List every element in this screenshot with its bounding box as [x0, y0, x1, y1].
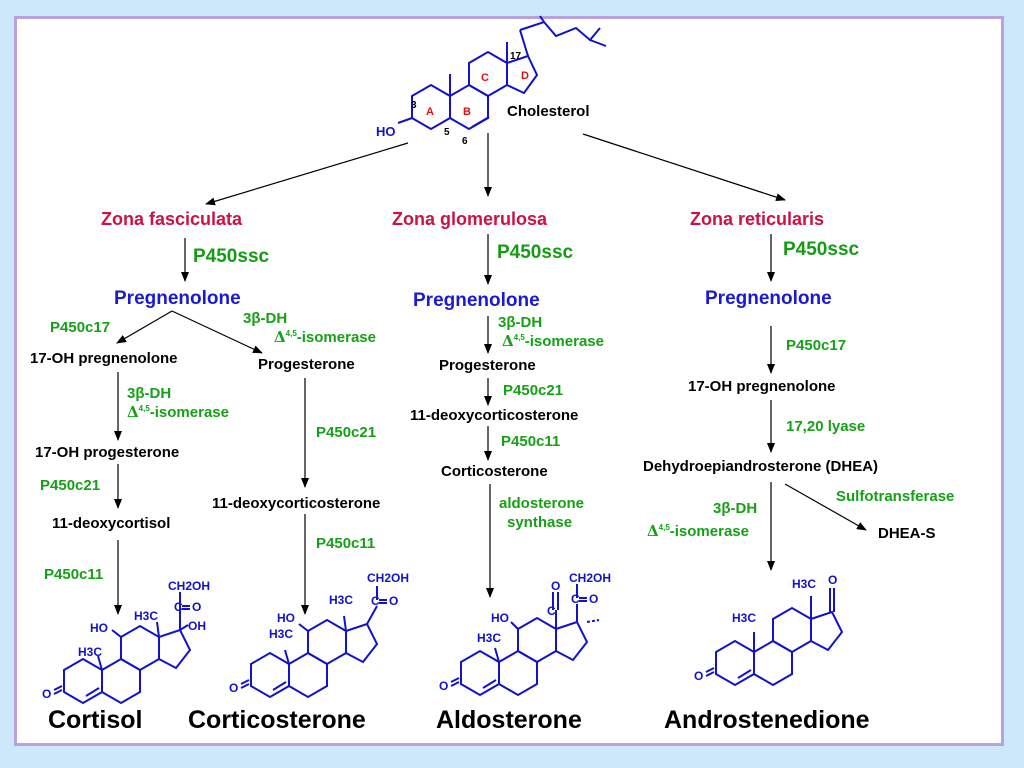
androstenedione-structure: H3C O H3C O — [694, 573, 844, 687]
compound-17oh-pregnenolone-retic: 17-OH pregnenolone — [688, 378, 836, 395]
arrow-dhea-dheas — [784, 483, 867, 531]
product-cortisol: Cortisol — [48, 706, 143, 734]
enzyme-p450ssc-fasciculata: P450ssc — [193, 246, 270, 267]
ring-a-label: A — [426, 106, 434, 118]
carbonyl-o-label: O — [389, 594, 398, 608]
carbonyl-c-label: C — [371, 594, 380, 608]
compound-17oh-progesterone: 17-OH progesterone — [35, 444, 180, 461]
corticosterone-structure: CH2OH C O H3C H3C HO O — [229, 571, 409, 699]
zone-glomerulosa: Zona glomerulosa — [392, 209, 548, 229]
enzyme-p450c21-mid: P450c21 — [316, 424, 377, 441]
enzyme-p450ssc-reticularis: P450ssc — [783, 239, 860, 260]
enzyme-p450c17-retic: P450c17 — [786, 337, 847, 354]
aldosterone-structure: CH2OH C O O C H3C HO O — [439, 571, 611, 697]
c18-methyl-label: H3C — [134, 609, 158, 623]
carbonyl-o-label: O — [589, 592, 598, 606]
compound-progesterone-mid: Progesterone — [258, 356, 355, 373]
carbonyl-c-label: C — [571, 592, 580, 606]
ring-d-label: D — [521, 70, 529, 82]
c17-oh-label: OH — [188, 619, 206, 633]
ch2oh-label: CH2OH — [168, 579, 210, 593]
c19-methyl-label: H3C — [732, 611, 756, 625]
product-aldosterone: Aldosterone — [436, 706, 582, 734]
arrow-chol-fasciculata — [205, 142, 409, 206]
enzyme-aldosterone-synthase-line1: aldosterone — [499, 495, 585, 512]
ch2oh-label: CH2OH — [367, 571, 409, 585]
compound-corticosterone-glom: Corticosterone — [441, 463, 548, 480]
compound-dhea-s: DHEA-S — [878, 525, 936, 542]
c18-methyl-label: H3C — [792, 577, 816, 591]
enzyme-isomerase-retic: Δ4,5-isomerase — [647, 522, 749, 540]
arrow-preg-prog — [171, 310, 263, 354]
enzyme-isomerase-left: Δ4,5-isomerase — [127, 403, 229, 421]
carbon-6-label: 6 — [462, 136, 468, 147]
product-corticosterone: Corticosterone — [188, 706, 366, 734]
aldehyde-c-label: C — [547, 604, 556, 618]
c11-ho-label: HO — [90, 621, 108, 635]
carbon-3-label: 3 — [411, 100, 417, 111]
c18-methyl-label: H3C — [329, 593, 353, 607]
c3-oxo-label: O — [694, 669, 703, 683]
arrow-preg-17oh — [116, 310, 173, 344]
enzyme-isomerase-glom: Δ4,5-isomerase — [502, 332, 604, 350]
c11-ho-label: HO — [277, 611, 295, 625]
arrow-chol-reticularis — [582, 133, 786, 202]
pregnenolone-reticularis: Pregnenolone — [705, 288, 832, 309]
compound-dhea: Dehydroepiandrosterone (DHEA) — [643, 458, 879, 475]
product-androstenedione: Androstenedione — [664, 706, 870, 734]
c11-ho-label: HO — [491, 611, 509, 625]
ch2oh-label: CH2OH — [569, 571, 611, 585]
enzyme-p450c21-glom: P450c21 — [503, 382, 564, 399]
enzyme-isomerase-mid: Δ4,5-isomerase — [274, 328, 376, 346]
c3-oxo-label: O — [439, 679, 448, 693]
compound-11-deoxycortisol: 11-deoxycortisol — [52, 515, 171, 532]
enzyme-p450c21-left: P450c21 — [40, 477, 101, 494]
compound-17oh-pregnenolone-left: 17-OH pregnenolone — [30, 350, 178, 367]
cortisol-structure: CH2OH C O OH H3C H3C HO O — [42, 579, 210, 705]
c19-methyl-label: H3C — [269, 627, 293, 641]
carbon-17-label: 17 — [510, 51, 522, 62]
enzyme-17-20-lyase: 17,20 lyase — [786, 418, 866, 435]
enzyme-3bdh-mid: 3β-DH — [243, 310, 288, 327]
enzyme-p450c11-glom: P450c11 — [501, 433, 561, 450]
cholesterol-structure: A B C D 3 5 6 17 HO — [376, 15, 607, 147]
c3-oxo-label: O — [42, 687, 51, 701]
compound-11-deoxycorticosterone-mid: 11-deoxycorticosterone — [212, 495, 381, 512]
carbonyl-o-label: O — [192, 600, 201, 614]
c19-methyl-label: H3C — [477, 631, 501, 645]
enzyme-p450ssc-glomerulosa: P450ssc — [497, 242, 574, 263]
aldehyde-o-label: O — [551, 579, 560, 593]
enzyme-aldosterone-synthase-line2: synthase — [507, 514, 573, 531]
ring-c-label: C — [481, 72, 489, 84]
enzyme-p450c11-mid: P450c11 — [316, 535, 376, 552]
compound-11-deoxycorticosterone-glom: 11-deoxycorticosterone — [410, 407, 579, 424]
carbonyl-c-label: C — [174, 600, 183, 614]
enzyme-3bdh-glom: 3β-DH — [498, 314, 543, 331]
enzyme-sulfotransferase: Sulfotransferase — [836, 488, 955, 505]
ring-b-label: B — [463, 106, 471, 118]
enzyme-p450c11-left: P450c11 — [44, 566, 104, 583]
zone-fasciculata: Zona fasciculata — [101, 209, 243, 229]
enzyme-p450c17-fasciculata: P450c17 — [50, 319, 111, 336]
c3-oxo-label: O — [229, 681, 238, 695]
pregnenolone-glomerulosa: Pregnenolone — [413, 290, 540, 311]
compound-progesterone-glom: Progesterone — [439, 357, 536, 374]
enzyme-3bdh-retic: 3β-DH — [713, 500, 758, 517]
zone-reticularis: Zona reticularis — [690, 209, 825, 229]
enzyme-3bdh-left: 3β-DH — [127, 385, 172, 402]
c19-methyl-label: H3C — [78, 645, 102, 659]
cholesterol-label: Cholesterol — [507, 103, 590, 120]
carbon-5-label: 5 — [444, 127, 450, 138]
cholesterol-ho-label: HO — [376, 124, 396, 139]
pregnenolone-fasciculata: Pregnenolone — [114, 288, 241, 309]
c17-oxo-label: O — [828, 573, 837, 587]
